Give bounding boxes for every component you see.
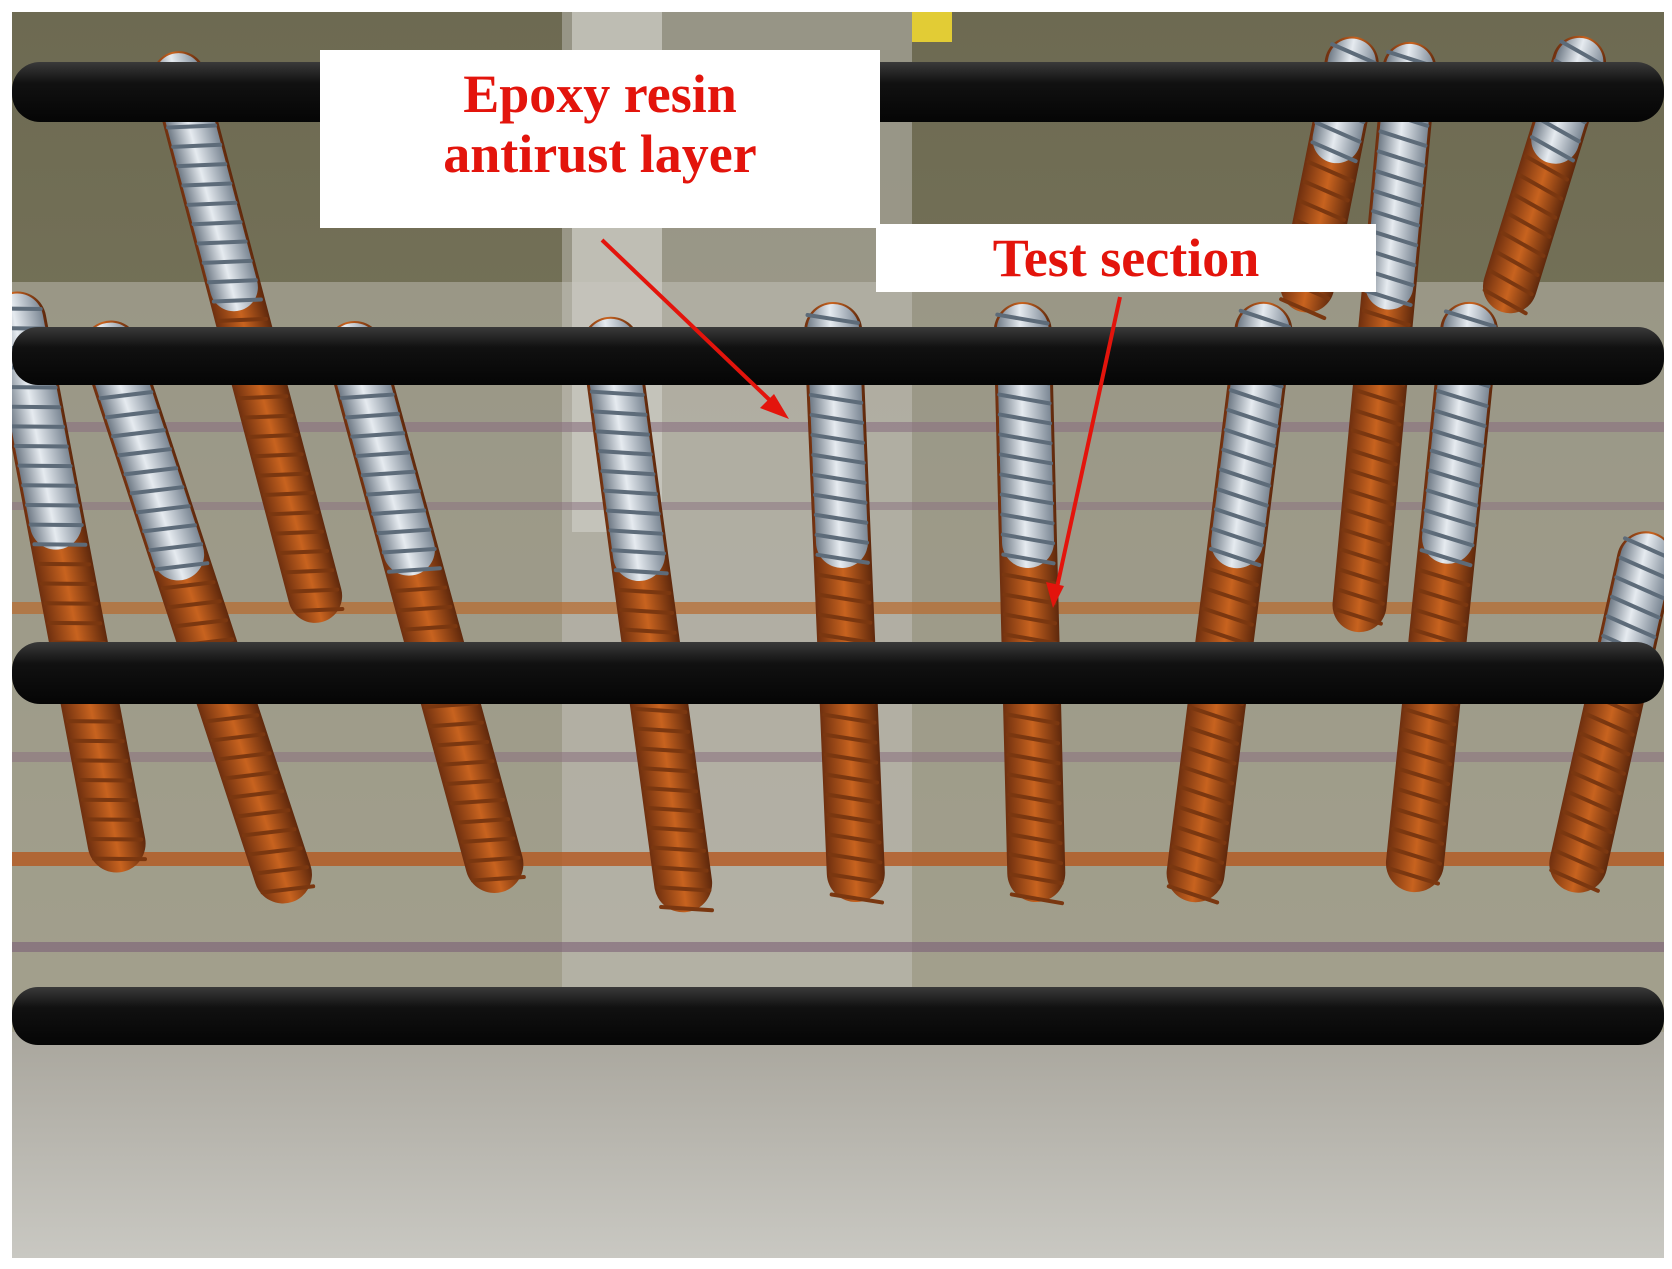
annotation-arrows — [600, 238, 1122, 608]
arrow-head-epoxy — [760, 394, 789, 419]
epoxy-label-line2: antirust layer — [443, 124, 757, 185]
photo: Epoxy resin antirust layer Test section — [12, 12, 1664, 1258]
epoxy-label-line1: Epoxy resin — [463, 64, 737, 124]
front-rebar-3 — [324, 320, 526, 894]
arrow-head-test — [1046, 582, 1064, 608]
epoxy-resin-label: Epoxy resin antirust layer — [320, 50, 880, 228]
test-section-label: Test section — [876, 224, 1376, 292]
black-bars — [12, 327, 1664, 1045]
front-rebar-2 — [79, 320, 316, 904]
